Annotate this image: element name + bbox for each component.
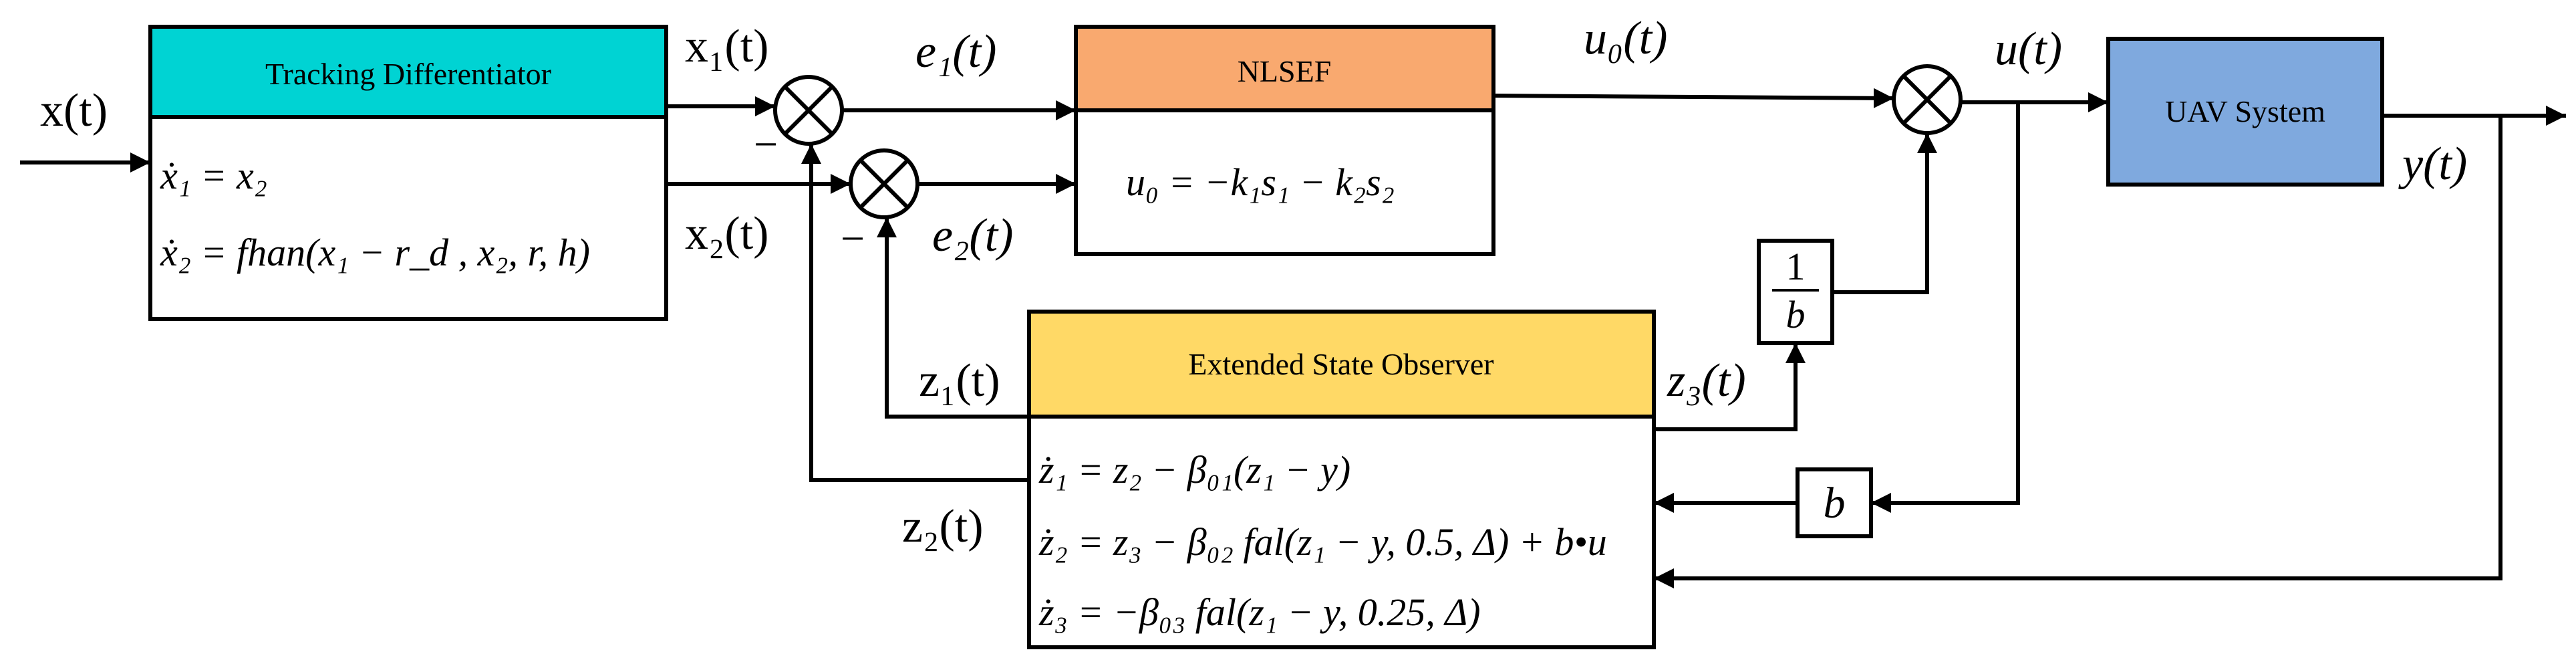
label-u0: u₀(t)	[1584, 13, 1667, 64]
eso-title: Extended State Observer	[1188, 347, 1493, 381]
inverse-b-block: 1 b	[1757, 239, 1834, 345]
nlsef-equation: u₀ = −k₁s₁ − k₂s₂	[1126, 160, 1395, 204]
nlsef-title: NLSEF	[1238, 54, 1332, 88]
tracking-differentiator-block: Tracking Differentiator ẋ₁ = x₂ ẋ₂ = fha…	[148, 25, 668, 321]
label-x1: x₁(t)	[685, 21, 768, 72]
sum1-minus-sign: −	[754, 120, 778, 168]
eso-equation-1: ż₁ = z₂ − β₀₁(z₁ − y)	[1038, 448, 1350, 491]
label-z3: z₃(t)	[1667, 355, 1746, 407]
inverse-b-numerator: 1	[1786, 245, 1806, 288]
td-header	[148, 25, 668, 119]
nlsef-body	[1074, 108, 1495, 256]
eso-body	[1027, 415, 1656, 649]
summing-junction-1	[773, 75, 844, 146]
label-e1: e₁(t)	[915, 26, 996, 78]
gain-b-block: b	[1796, 467, 1873, 538]
td-equation-1: ẋ₁ = x₂	[160, 154, 267, 197]
label-z2: z₂(t)	[902, 501, 984, 552]
label-x2: x₂(t)	[685, 208, 768, 259]
td-equation-2: ẋ₂ = fhan(x₁ − r_d , x₂, r, h)	[160, 231, 590, 274]
label-input-x: x(t)	[40, 85, 108, 136]
gain-b-label: b	[1824, 479, 1846, 528]
signal-wires	[20, 88, 2566, 588]
label-u: u(t)	[1995, 23, 2062, 75]
uav-system-block: UAV System	[2106, 37, 2384, 187]
signal-labels: x(t) x₁(t) x₂(t) e₁(t) e₂(t) u₀(t) u(t) …	[40, 13, 2467, 552]
eso-equation-2: ż₂ = z₃ − β₀₂ fal(z₁ − y, 0.5, Δ) + b•u	[1038, 520, 1607, 564]
eso-block: Extended State Observer ż₁ = z₂ − β₀₁(z₁…	[1027, 310, 1656, 649]
nlsef-header	[1074, 25, 1495, 112]
sum2-minus-sign: −	[841, 215, 865, 262]
summing-junction-2	[849, 148, 919, 219]
label-y: y(t)	[2398, 138, 2467, 190]
label-z1: z₁(t)	[919, 355, 1000, 407]
label-e2: e₂(t)	[932, 210, 1013, 261]
uav-box	[2106, 37, 2384, 187]
nlsef-block: NLSEF u₀ = −k₁s₁ − k₂s₂	[1074, 25, 1495, 256]
eso-equation-3: ż₃ = −β₀₃ fal(z₁ − y, 0.25, Δ)	[1038, 590, 1481, 634]
multiplier-junction	[1892, 64, 1963, 135]
inverse-b-denominator: b	[1786, 293, 1806, 336]
td-title: Tracking Differentiator	[265, 57, 551, 91]
uav-title: UAV System	[2165, 94, 2325, 128]
td-body	[148, 115, 668, 321]
